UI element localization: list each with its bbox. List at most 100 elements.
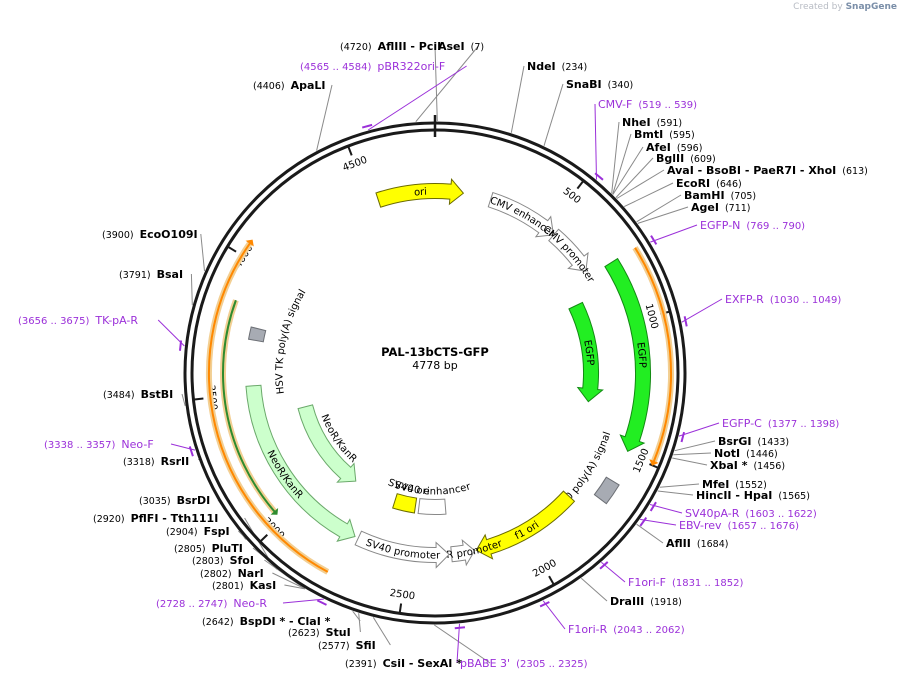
enzyme-label-fspi[interactable]: (2904)FspI <box>166 525 230 538</box>
connector-pbr322ori-f <box>367 65 467 131</box>
enzyme-label-snabi[interactable]: SnaBI(340) <box>566 78 633 91</box>
enzyme-label-sfii[interactable]: (2577)SfiI <box>318 639 376 652</box>
enzyme-label-hincii[interactable]: HincII - HpaI(1565) <box>696 489 810 502</box>
connector-kasi <box>284 584 306 590</box>
enzyme-label-ndei[interactable]: NdeI(234) <box>527 60 587 73</box>
exfp-r-name: EXFP-R <box>725 293 764 306</box>
connector-avai <box>616 169 665 199</box>
apali-position: (4406) <box>253 81 285 92</box>
feature-sv40-ori[interactable] <box>392 493 418 514</box>
enzyme-label-bglii[interactable]: BglII(609) <box>656 152 716 165</box>
feature-f1-ori[interactable] <box>475 490 576 560</box>
primer-label-neo-f[interactable]: (3338 .. 3357)Neo-F <box>44 438 154 451</box>
primer-label-egfp-n[interactable]: EGFP-N(769 .. 790) <box>700 219 805 232</box>
feature-label-neor-outer: NeoR/KanR <box>264 449 304 501</box>
feature-neor-outer[interactable] <box>245 384 356 542</box>
stui-name: StuI <box>326 626 351 639</box>
feature-ampr-promoter[interactable] <box>450 539 476 567</box>
enzyme-label-csii[interactable]: (2391)CsiI - SexAI * <box>345 657 462 670</box>
plasmid-name: PAL-13bCTS-GFP <box>381 345 489 359</box>
sv40pa-r-name: SV40pA-R <box>685 507 740 520</box>
enzyme-label-draiii[interactable]: DraIII(1918) <box>610 595 682 608</box>
connector-bsai <box>190 273 193 306</box>
enzyme-label-stui[interactable]: (2623)StuI <box>288 626 351 639</box>
enzyme-label-noti[interactable]: NotI(1446) <box>714 447 778 460</box>
enzyme-label-bsrdi[interactable]: (3035)BsrDI <box>139 494 210 507</box>
feature-ori[interactable] <box>375 177 465 208</box>
enzyme-label-asei[interactable]: AseI(7) <box>438 40 484 53</box>
ecori-position: (646) <box>716 179 742 190</box>
bp-tick <box>576 180 584 190</box>
feature-egfp-outer[interactable] <box>604 257 651 452</box>
enzyme-label-mfei[interactable]: MfeI(1552) <box>702 478 767 491</box>
enzyme-label-apali[interactable]: (4406)ApaLI <box>253 79 326 92</box>
asei-position: (7) <box>471 42 484 53</box>
connector-cmv-f <box>594 103 597 180</box>
primer-label-cmv-f[interactable]: CMV-F(519 .. 539) <box>598 98 697 111</box>
primer-label-f1ori-r[interactable]: F1ori-R(2043 .. 2062) <box>568 623 685 636</box>
feature-cmv-enhancer[interactable] <box>487 191 555 238</box>
primer-site-neo-f <box>188 446 194 457</box>
bp-tick-label: 4500 <box>341 155 369 174</box>
enzyme-label-bsrgi[interactable]: BsrGI(1433) <box>718 435 789 448</box>
feature-egfp-inner[interactable] <box>568 301 604 403</box>
connector-csii <box>434 624 491 664</box>
pflfi-name: PflFI - Tth111I <box>131 512 219 525</box>
enzyme-label-bspdi[interactable]: (2642)BspDI * - ClaI * <box>202 615 331 628</box>
feature-label-text-ori: ori <box>414 187 428 199</box>
cmv-f-position: (519 .. 539) <box>638 100 697 111</box>
enzyme-label-bamhi[interactable]: BamHI(705) <box>684 189 756 202</box>
primer-label-f1ori-f[interactable]: F1ori-F(1831 .. 1852) <box>628 576 743 589</box>
feature-sv40-enhancer[interactable] <box>417 498 447 515</box>
egfp-c-name: EGFP-C <box>722 417 762 430</box>
feature-sv40-polya[interactable] <box>593 476 620 505</box>
bmti-name: BmtI <box>634 128 663 141</box>
enzyme-label-kasi[interactable]: (2801)KasI <box>212 579 276 592</box>
primer-label-tk-pa-r[interactable]: (3656 .. 3675)TK-pA-R <box>18 314 138 327</box>
enzyme-label-nhei[interactable]: NheI(591) <box>622 116 682 129</box>
feature-label-ori: ori <box>414 187 428 199</box>
primer-label-exfp-r[interactable]: EXFP-R(1030 .. 1049) <box>725 293 841 306</box>
primer-label-ebv-rev[interactable]: EBV-rev(1657 .. 1676) <box>679 519 799 532</box>
enzyme-label-rsrii[interactable]: (3318)RsrII <box>123 455 189 468</box>
enzyme-label-aflii[interactable]: AflII(1684) <box>666 537 728 550</box>
primer-label-pbabe3[interactable]: pBABE 3'(2305 .. 2325) <box>460 657 588 670</box>
f1ori-r-position: (2043 .. 2062) <box>613 625 685 636</box>
feature-hsv-tk-polya[interactable] <box>247 326 267 343</box>
connector-nhei <box>611 121 620 194</box>
f1ori-f-name: F1ori-F <box>628 576 666 589</box>
connector-agei <box>637 206 689 224</box>
sfii-name: SfiI <box>356 639 376 652</box>
feature-neor-inner[interactable] <box>297 404 357 483</box>
enzyme-label-sfoi[interactable]: (2803)SfoI <box>192 554 254 567</box>
feature-cmv-promoter[interactable] <box>548 228 589 272</box>
primer-label-egfp-c[interactable]: EGFP-C(1377 .. 1398) <box>722 417 839 430</box>
enzyme-label-ecoo109i[interactable]: (3900)EcoO109I <box>102 228 198 241</box>
connector-exfp-r <box>681 298 723 323</box>
enzyme-label-nari[interactable]: (2802)NarI <box>200 567 264 580</box>
enzyme-label-afei[interactable]: AfeI(596) <box>646 141 702 154</box>
nhei-name: NheI <box>622 116 651 129</box>
orf-neo-green-arrowhead <box>270 508 279 515</box>
enzyme-label-avai[interactable]: AvaI - BsoBI - PaeR7I - XhoI(613) <box>667 164 868 177</box>
enzyme-label-bsai[interactable]: (3791)BsaI <box>119 268 183 281</box>
primer-label-sv40pa-r[interactable]: SV40pA-R(1603 .. 1622) <box>685 507 817 520</box>
connector-apali <box>316 84 333 151</box>
enzyme-label-aflIII-pciI[interactable]: (4720)AflIII - PciI <box>340 40 441 53</box>
enzyme-label-pluti[interactable]: (2805)PluTI <box>174 542 243 555</box>
neo-f-name: Neo-F <box>121 438 153 451</box>
enzyme-label-xbai[interactable]: XbaI *(1456) <box>710 459 785 472</box>
enzyme-label-agei[interactable]: AgeI(711) <box>691 201 751 214</box>
enzyme-label-bstbi[interactable]: (3484)BstBI <box>103 388 173 401</box>
enzyme-label-bmti[interactable]: BmtI(595) <box>634 128 695 141</box>
primer-label-neo-r[interactable]: (2728 .. 2747)Neo-R <box>156 597 267 610</box>
primer-label-pbr322ori-f[interactable]: (4565 .. 4584)pBR322ori-F <box>300 60 445 73</box>
feature-sv40-promoter[interactable] <box>354 530 450 569</box>
mfei-name: MfeI <box>702 478 729 491</box>
egfp-n-name: EGFP-N <box>700 219 740 232</box>
enzyme-label-ecori[interactable]: EcoRI(646) <box>676 177 742 190</box>
enzyme-label-pflfi[interactable]: (2920)PflFI - Tth111I <box>93 512 218 525</box>
feature-label-text-egfp-outer: EGFP <box>634 342 647 369</box>
primer-site-f1ori-r <box>539 601 550 608</box>
